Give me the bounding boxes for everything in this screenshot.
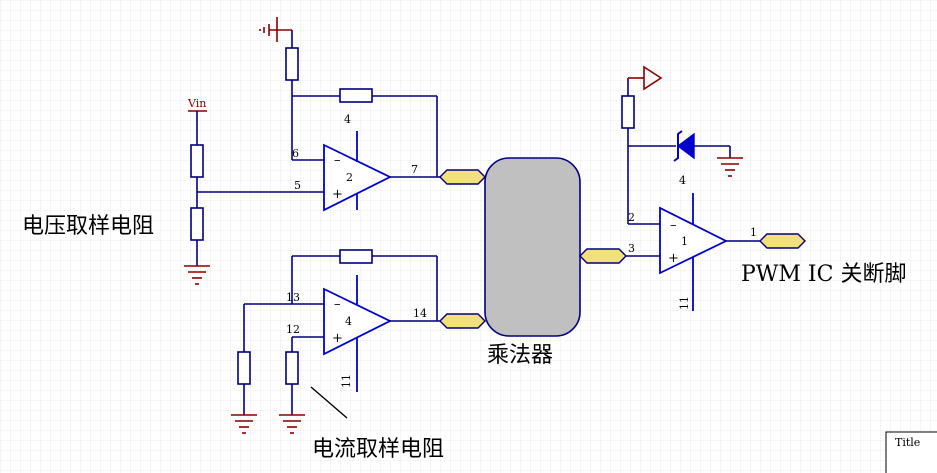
opamp-u1-pin-vee: 11 (678, 296, 691, 310)
opamp-u2-pin-noninv: 5 (294, 179, 301, 192)
opamp-u4: – + 4 13 12 14 11 (286, 275, 427, 392)
svg-text:–: – (334, 153, 341, 168)
opamp-u4-network (231, 249, 442, 434)
pwm-shutdown-label: PWM IC 关断脚 (741, 262, 906, 287)
opamp-u2-pin-inv: 6 (292, 147, 299, 160)
opamp-u2-pin-vcc: 4 (344, 113, 351, 126)
opamp-u1-pin-inv: 2 (628, 211, 635, 224)
opamp-u1-pin-noninv: 3 (628, 242, 635, 255)
ground-icon (717, 157, 743, 177)
ground-icon (184, 265, 210, 285)
svg-text:–: – (334, 297, 341, 312)
multiplier-block (484, 157, 581, 337)
ground-icon (231, 414, 257, 434)
opamp-u4-pin-out: 14 (413, 307, 427, 320)
port-voltage-signal (439, 169, 486, 185)
opamp-u4-pin-vee: 11 (340, 374, 353, 388)
opamp-u1-pin-out: 1 (750, 226, 757, 239)
svg-text:+: + (668, 251, 679, 266)
opamp-u1: – + 1 4 2 3 1 11 (628, 174, 757, 311)
svg-text:+: + (332, 187, 343, 202)
ground-icon (279, 414, 305, 434)
current-sense-resistor (285, 351, 299, 385)
opamp-u4-unit: 4 (345, 315, 352, 328)
voltage-sense-label: 电压取样电阻 (22, 214, 154, 239)
opamp-u2-pin-out: 7 (411, 163, 418, 176)
opamp-u1-pin-vcc: 4 (679, 174, 686, 187)
opamp-u1-network (621, 65, 760, 257)
reference-resistor (621, 95, 635, 129)
opamp-u2: – + 2 4 6 5 7 (292, 113, 418, 212)
port-multiplier-output (579, 248, 627, 264)
ground-icon (259, 24, 292, 36)
u4-feedback-resistor (339, 249, 373, 264)
title-block (885, 431, 937, 473)
vcc-arrow-icon (628, 65, 663, 91)
opamp-u4-pin-noninv: 12 (286, 323, 300, 336)
divider-resistor-bottom (190, 207, 204, 241)
multiplier-label: 乘法器 (487, 343, 553, 368)
svg-text:–: – (670, 218, 677, 233)
opamp-u2-feedback (259, 17, 442, 178)
divider-resistor-top (190, 144, 204, 178)
port-current-signal (439, 313, 486, 329)
current-sense-label: 电流取样电阻 (312, 437, 444, 462)
u2-feedback-resistor (339, 88, 373, 103)
vin-label: Vin (187, 97, 206, 110)
u2-ground-resistor (285, 47, 299, 81)
svg-text:+: + (332, 331, 343, 346)
port-pwm-shutdown (759, 233, 806, 249)
opamp-u4-pin-inv: 13 (286, 291, 300, 304)
voltage-sense-divider (184, 110, 324, 285)
title-block-label: Title (895, 436, 920, 449)
u4-input-resistor (237, 351, 251, 385)
opamp-u1-unit: 1 (681, 235, 688, 248)
current-sense-pointer (310, 386, 348, 419)
opamp-u2-unit: 2 (346, 171, 353, 184)
